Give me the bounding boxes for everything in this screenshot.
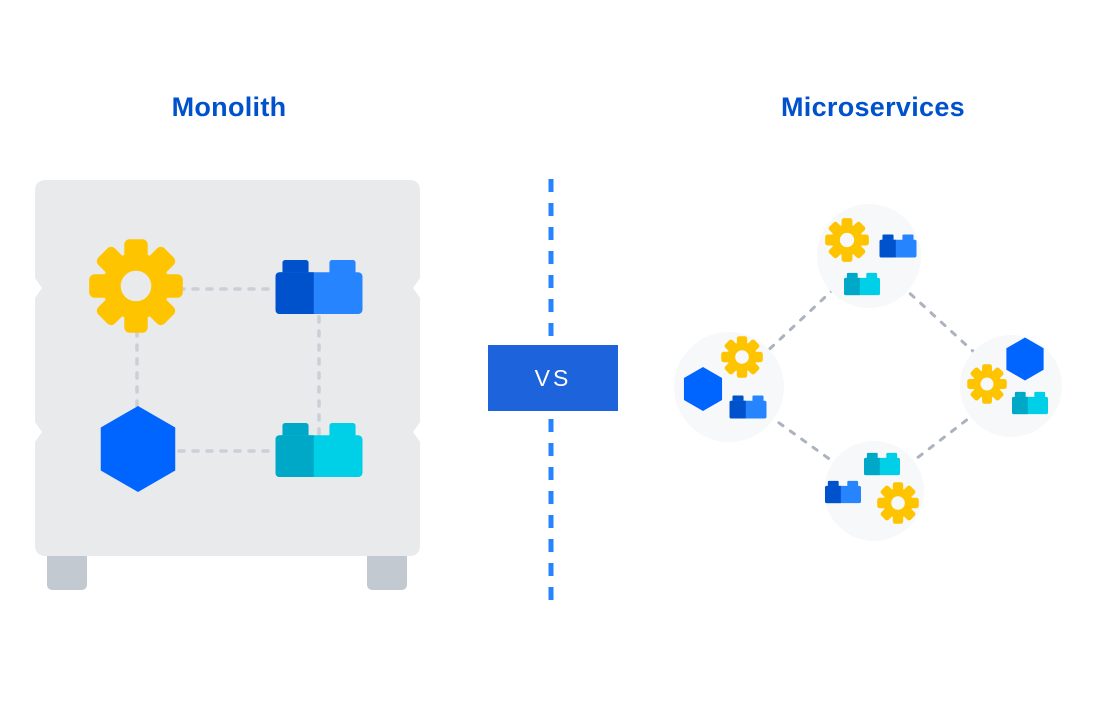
- monolith-foot-right: [367, 548, 407, 590]
- monolith-foot-left: [47, 548, 87, 590]
- monolith-illustration: [35, 180, 420, 590]
- microservices-illustration: [674, 204, 1062, 541]
- vs-badge: VS: [488, 345, 618, 411]
- microservices-title: Microservices: [780, 92, 965, 122]
- monolith-body: [35, 180, 420, 556]
- gear-icon: [89, 239, 183, 333]
- gear-icon: [721, 336, 763, 378]
- microservice-node-bottom: [824, 441, 924, 541]
- microservice-node-top: [817, 204, 921, 308]
- gear-icon: [967, 364, 1007, 404]
- microservice-node-right: [960, 335, 1062, 437]
- gear-icon: [877, 482, 919, 524]
- monolith-title: Monolith: [171, 92, 287, 122]
- vs-label: VS: [534, 364, 572, 391]
- microservice-node-left: [674, 332, 784, 442]
- gear-icon: [825, 218, 869, 262]
